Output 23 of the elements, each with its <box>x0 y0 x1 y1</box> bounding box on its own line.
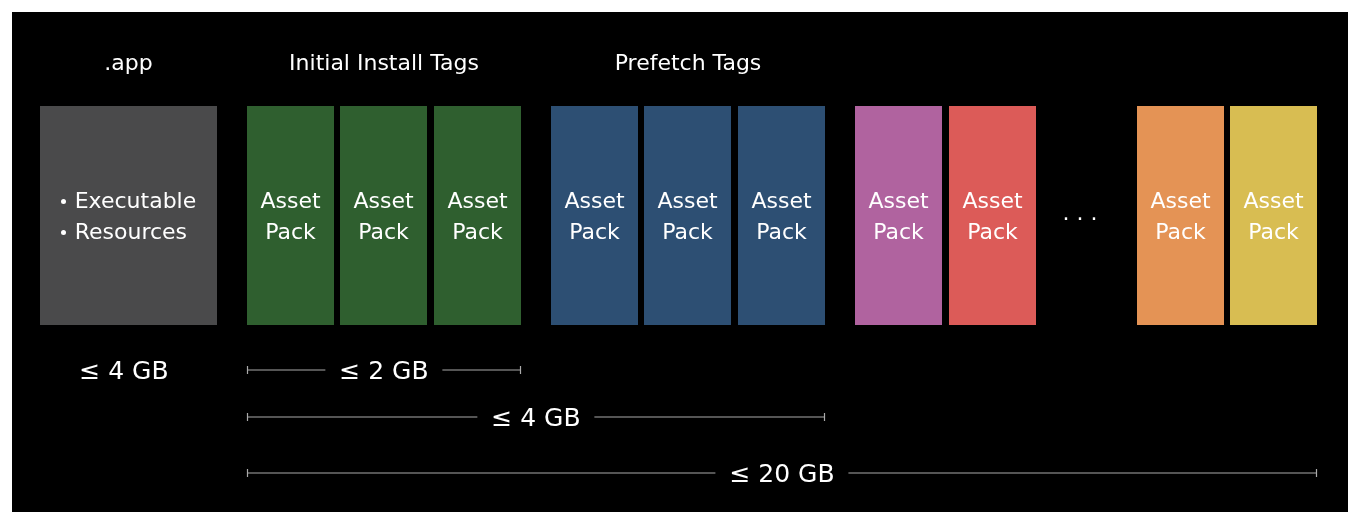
asset-pack-box <box>247 106 334 325</box>
asset-pack-box <box>434 106 521 325</box>
app-bundle-box <box>40 106 217 325</box>
asset-pack-box <box>551 106 638 325</box>
box-label: Asset Pack <box>750 186 813 246</box>
asset-pack-box <box>644 106 731 325</box>
box-label: Asset Pack <box>961 186 1024 246</box>
box-label: Asset Pack <box>259 186 322 246</box>
asset-pack-box <box>738 106 825 325</box>
list-item: Executable <box>74 187 197 213</box>
box-label: Asset Pack <box>867 186 930 246</box>
asset-pack-box <box>949 106 1036 325</box>
box-label: Asset Pack <box>1242 186 1305 246</box>
list-item: Resources <box>74 218 188 244</box>
asset-pack-box <box>1230 106 1317 325</box>
box-label: Asset Pack <box>352 186 415 246</box>
box-label: Asset Pack <box>1149 186 1212 246</box>
asset-pack-box <box>855 106 942 325</box>
asset-pack-box <box>1137 106 1224 325</box>
asset-pack-box <box>340 106 427 325</box>
box-label: Asset Pack <box>563 186 626 246</box>
box-label: Asset Pack <box>446 186 509 246</box>
box-label: Asset Pack <box>656 186 719 246</box>
